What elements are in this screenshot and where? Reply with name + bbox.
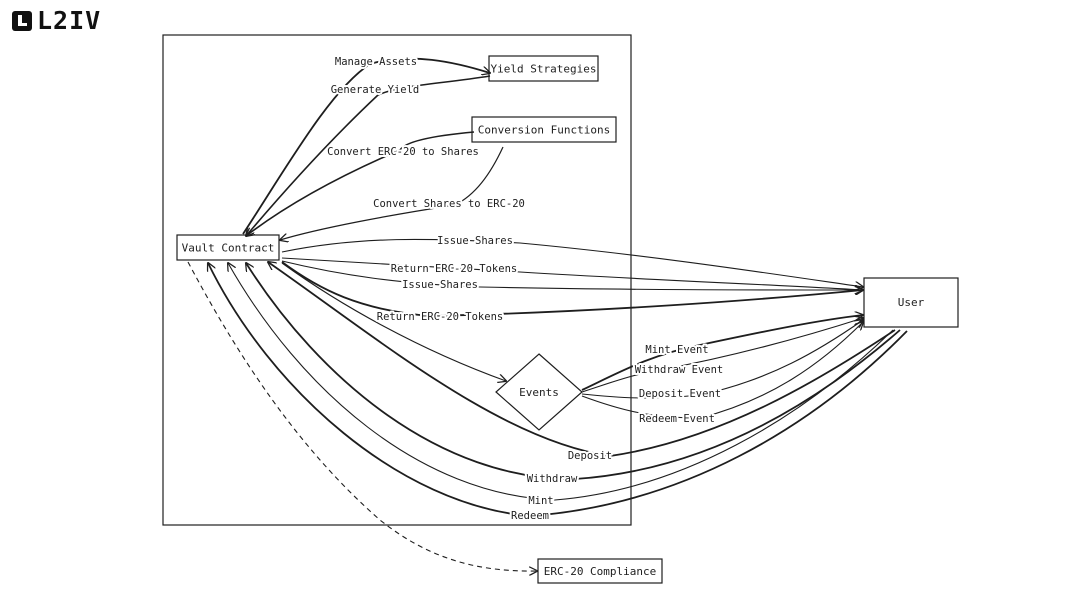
brand-logo: L2IV xyxy=(12,8,101,33)
vault-contract-label: Vault Contract xyxy=(182,242,275,255)
edge-mint xyxy=(228,263,894,501)
system-boundary xyxy=(162,34,632,526)
edge-label-withdraw-event: Withdraw Event xyxy=(635,364,724,376)
edge-manage-assets xyxy=(242,57,490,235)
edge-withdraw-event xyxy=(581,318,863,393)
edge-return-tokens-2 xyxy=(281,261,863,317)
edge-label-issue-shares-1: Issue Shares xyxy=(437,235,513,247)
edge-deposit-event xyxy=(581,320,863,399)
edge-label-convert-to-shares: Convert ERC-20 to Shares xyxy=(327,146,479,158)
edge-label-redeem: Redeem xyxy=(511,510,549,522)
node-events: Events xyxy=(495,353,583,431)
edge-label-manage-assets: Manage Assets xyxy=(335,56,417,68)
node-yield-strategies: Yield Strategies xyxy=(488,55,599,82)
edge-vault-to-events xyxy=(281,262,506,381)
edge-generate-yield xyxy=(246,75,491,236)
edge-label-generate-yield: Generate Yield xyxy=(331,84,420,96)
edge-label-deposit-event: Deposit Event xyxy=(639,388,721,400)
edge-label-return-tokens-1: Return ERC-20 Tokens xyxy=(391,263,517,275)
edge-withdraw xyxy=(246,263,901,480)
edge-mint-event xyxy=(581,315,863,391)
edge-erc20-compliance xyxy=(187,261,537,571)
edge-redeem-event xyxy=(581,322,863,419)
edge-label-return-tokens-2: Return ERC-20 Tokens xyxy=(377,311,503,323)
edge-label-withdraw: Withdraw xyxy=(527,473,578,485)
logo-text: L2IV xyxy=(37,6,102,35)
edge-redeem xyxy=(208,263,908,517)
edge-label-mint-event: Mint Event xyxy=(645,344,708,356)
node-user: User xyxy=(863,277,959,328)
edge-deposit xyxy=(268,262,896,457)
edge-issue-shares-2 xyxy=(281,260,863,290)
edge-convert-to-shares xyxy=(246,131,475,236)
node-erc20-compliance: ERC-20 Compliance xyxy=(537,558,663,584)
node-vault-contract: Vault Contract xyxy=(176,234,280,261)
user-label: User xyxy=(898,296,925,309)
conversion-functions-label: Conversion Functions xyxy=(478,124,610,137)
edge-issue-shares-1 xyxy=(281,238,863,287)
node-conversion-functions: Conversion Functions xyxy=(471,116,617,143)
edge-return-tokens-1 xyxy=(281,257,863,290)
edge-label-mint: Mint xyxy=(528,495,553,507)
erc20-compliance-label: ERC-20 Compliance xyxy=(544,565,657,578)
logo-icon xyxy=(12,10,32,31)
edge-label-redeem-event: Redeem Event xyxy=(639,413,715,425)
edge-convert-to-erc20 xyxy=(280,146,504,240)
events-label: Events xyxy=(519,386,559,399)
edge-label-convert-to-erc20: Convert Shares to ERC-20 xyxy=(373,198,525,210)
edge-label-issue-shares-2: Issue Shares xyxy=(402,279,478,291)
yield-strategies-label: Yield Strategies xyxy=(491,63,597,76)
edge-label-deposit: Deposit xyxy=(568,450,612,462)
